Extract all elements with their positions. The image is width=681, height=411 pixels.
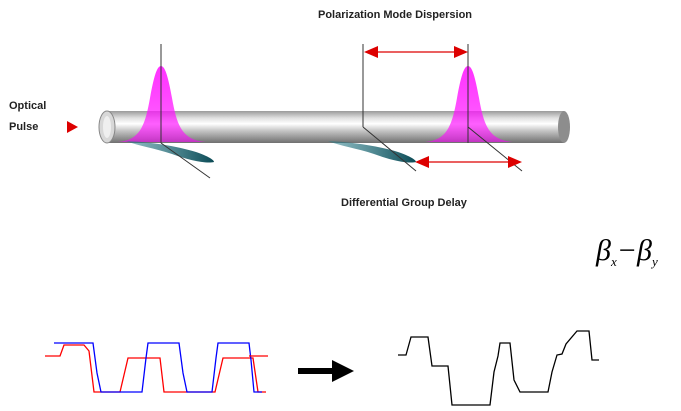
pulse-label: Pulse — [9, 121, 39, 133]
input-signal-red — [45, 344, 266, 393]
minus-sign: − — [616, 234, 637, 267]
delayed-pulse-shadow — [328, 141, 416, 163]
beta-y-symbol: β — [636, 234, 652, 267]
pmd-double-arrow — [364, 46, 468, 58]
delayed-shadow-axis-slant — [362, 126, 417, 172]
red-triangle-right-icon — [67, 121, 78, 133]
optical-label: Optical — [9, 100, 47, 112]
beta-x-symbol: β — [596, 234, 611, 267]
beta-x-subscript: x — [610, 254, 617, 269]
right-arrow-icon — [298, 360, 354, 382]
output-pulse-magenta — [425, 66, 513, 142]
input-signal-blue — [54, 342, 262, 393]
beta-y-subscript: y — [651, 254, 658, 269]
output-signal-black — [398, 330, 599, 406]
input-pulse-shadow — [126, 141, 214, 163]
input-shadow-axis — [160, 142, 211, 179]
pmd-title: Polarization Mode Dispersion — [318, 9, 473, 21]
dgd-double-arrow — [415, 156, 522, 168]
propagation-constant-difference: βx−βy — [596, 234, 658, 269]
input-pulse-magenta — [118, 66, 206, 142]
dgd-label: Differential Group Delay — [341, 197, 467, 209]
